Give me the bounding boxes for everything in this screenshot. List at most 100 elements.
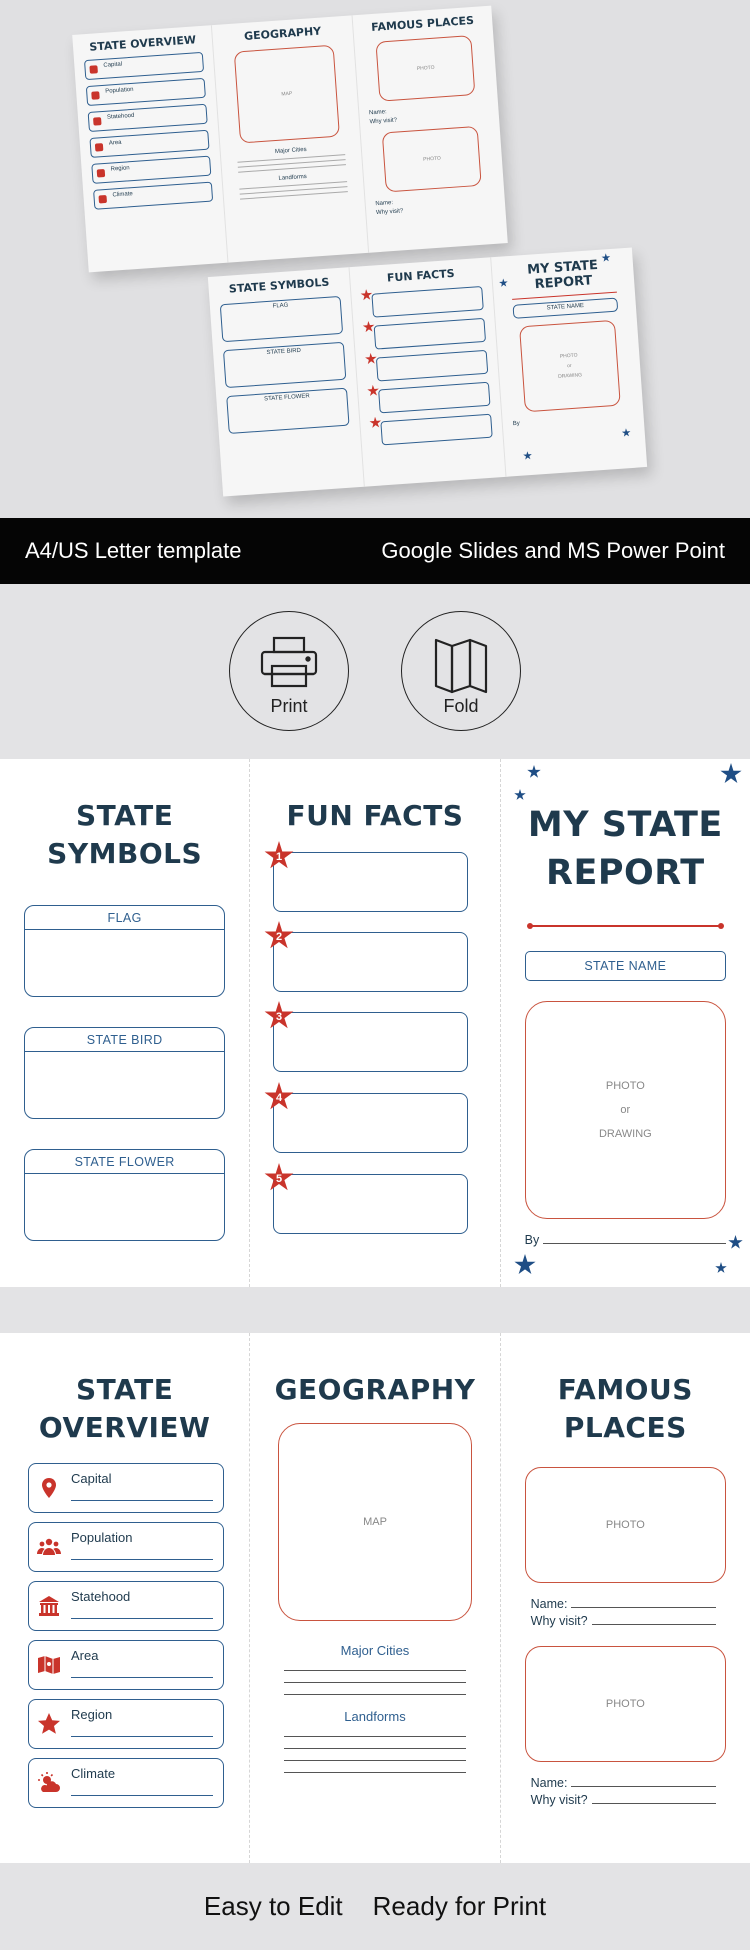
state-symbols-panel: STATE SYMBOLS FLAG STATE BIRD STATE FLOW… [0, 759, 249, 1287]
famous-places-panel: FAMOUS PLACES PHOTO Name: Why visit? PHO… [499, 1333, 750, 1863]
mockup-fact-box [380, 413, 493, 446]
major-cities-lines [284, 1670, 466, 1695]
mockup-fact-box [378, 381, 491, 414]
place-photo-box: PHOTO [524, 1646, 726, 1762]
state-symbols-title: STATE SYMBOLS [47, 799, 203, 870]
fun-fact-box: 5 [264, 1163, 468, 1234]
overview-label: Region [71, 1707, 113, 1722]
mockup-geography-panel: GEOGRAPHY MAP Major Cities Landforms [211, 15, 368, 263]
photo-drawing-box: PHOTO or DRAWING [524, 1001, 726, 1219]
photo-label: PHOTO [605, 1080, 645, 1092]
mockup-state-name: STATE NAME [512, 297, 619, 319]
overview-label: Area [71, 1648, 99, 1663]
star-icon [621, 428, 631, 438]
place-why-field: Why visit? [531, 1614, 716, 1628]
place-why-field: Why visit? [531, 1793, 716, 1807]
map-icon [38, 1656, 60, 1675]
state-overview-panel: STATE OVERVIEW [0, 1333, 249, 1863]
mockup-flag-box: FLAG [219, 295, 344, 343]
overview-row-area: Area [28, 1640, 224, 1690]
geography-panel: GEOGRAPHY MAP Major Cities Landforms [249, 1333, 499, 1863]
state-bird-label: STATE BIRD [25, 1028, 225, 1052]
mockup-photo-drawing: PHOTO or DRAWING [518, 319, 621, 413]
star-icon [523, 451, 533, 461]
mockup-overview-row: Statehood [87, 103, 209, 133]
mockup-row-icon [98, 194, 108, 204]
mockup-symbols-title: STATE SYMBOLS [228, 275, 330, 296]
or-label: or [620, 1104, 631, 1116]
mockup-photo-box: PHOTO [382, 125, 483, 193]
map-pin-icon [42, 1478, 56, 1498]
mockup-fact-box [374, 317, 487, 350]
mockup-overview-row: Region [91, 155, 212, 184]
fun-fact-box: 3 [264, 1001, 468, 1072]
mockup-bird-box: STATE BIRD [222, 341, 347, 389]
drawing-label: DRAWING [598, 1128, 652, 1140]
major-cities-label: Major Cities [340, 1643, 410, 1658]
map-box: MAP [278, 1423, 472, 1621]
mockup-overview-title: STATE OVERVIEW [88, 33, 197, 54]
brochure-inside-sheet: STATE SYMBOLS FLAG STATE BIRD STATE FLOW… [0, 759, 750, 1287]
mockup-row-icon [94, 143, 104, 152]
overview-row-climate: Climate [28, 1758, 224, 1808]
overview-row-capital: Capital [28, 1463, 224, 1513]
print-badge: Print [229, 611, 349, 731]
capitol-building-icon [39, 1596, 59, 1616]
trifold-icon [434, 638, 488, 693]
place-photo-box: PHOTO [524, 1467, 726, 1583]
brochure-outside-sheet: STATE OVERVIEW GEOGRAPHY MAP Major Citie… [0, 1333, 750, 1863]
fun-fact-box: 1 [264, 841, 468, 912]
star-icon [514, 789, 526, 800]
mockup-fact-box [376, 349, 489, 382]
fold-label: Fold [443, 695, 479, 716]
mockup-flower-box: STATE FLOWER [226, 387, 350, 435]
mockup-overview-row: Area [89, 129, 210, 158]
star-icon [362, 321, 375, 334]
mockup-sheet-inside: STATE SYMBOLS FLAG STATE BIRD STATE FLOW… [207, 247, 648, 497]
overview-label: Capital [71, 1471, 112, 1486]
report-title: MY STATE REPORT [527, 805, 723, 893]
overview-label: Statehood [71, 1589, 131, 1604]
footer-features: Easy to Edit Ready for Print [0, 1863, 750, 1950]
fold-badge: Fold [401, 611, 521, 731]
mockup-report-panel: MY STATE REPORT STATE NAME PHOTO or DRAW… [490, 247, 648, 477]
mockup-places-title: FAMOUS PLACES [370, 13, 475, 35]
state-bird-box: STATE BIRD [24, 1027, 226, 1119]
my-state-report-panel: MY STATE REPORT STATE NAME PHOTO or DRAW… [499, 759, 750, 1287]
overview-row-statehood: Statehood [28, 1581, 224, 1631]
state-flower-box: STATE FLOWER [24, 1149, 226, 1241]
overview-label: Population [71, 1530, 133, 1545]
hero-mockup: STATE OVERVIEW Capital Population Stateh… [0, 0, 750, 518]
mockup-row-icon [91, 91, 100, 100]
fun-facts-panel: FUN FACTS [249, 759, 499, 1287]
mockup-overview-row: Climate [93, 181, 214, 210]
easy-to-edit-text: Easy to Edit [203, 1891, 343, 1921]
report-divider [526, 923, 724, 929]
place-name-field: Name: [531, 1597, 716, 1611]
mockup-row-icon [89, 65, 98, 74]
mockup-row-icon [93, 117, 102, 126]
state-flower-label: STATE FLOWER [25, 1150, 225, 1174]
landforms-label: Landforms [344, 1709, 406, 1724]
mockup-report-title: MY STATE REPORT [526, 257, 599, 293]
mockup-row-icon [96, 169, 106, 178]
star-icon [715, 1262, 727, 1273]
fun-facts-title: FUN FACTS [286, 799, 464, 832]
mockup-photo-box: PHOTO [375, 35, 476, 102]
by-field: By [525, 1233, 726, 1247]
mockup-map-box: MAP [233, 44, 340, 144]
banner-format-text: A4/US Letter template [25, 538, 242, 563]
mockup-places-panel: FAMOUS PLACES PHOTO Name: Why visit? PHO… [351, 5, 508, 253]
mockup-sheet-outside: STATE OVERVIEW Capital Population Stateh… [72, 5, 508, 273]
mockup-overview-panel: STATE OVERVIEW Capital Population Stateh… [72, 25, 228, 272]
famous-places-title: FAMOUS PLACES [557, 1373, 693, 1444]
mockup-by-field: By [512, 420, 521, 428]
printer-icon [260, 636, 318, 687]
print-label: Print [270, 695, 308, 716]
sun-cloud-icon [38, 1772, 60, 1792]
state-name-field: STATE NAME [524, 951, 726, 981]
ready-for-print-text: Ready for Print [372, 1891, 547, 1921]
star-icon [367, 384, 380, 397]
mockup-fact-box [371, 285, 484, 318]
mockup-facts-title: FUN FACTS [386, 266, 456, 285]
